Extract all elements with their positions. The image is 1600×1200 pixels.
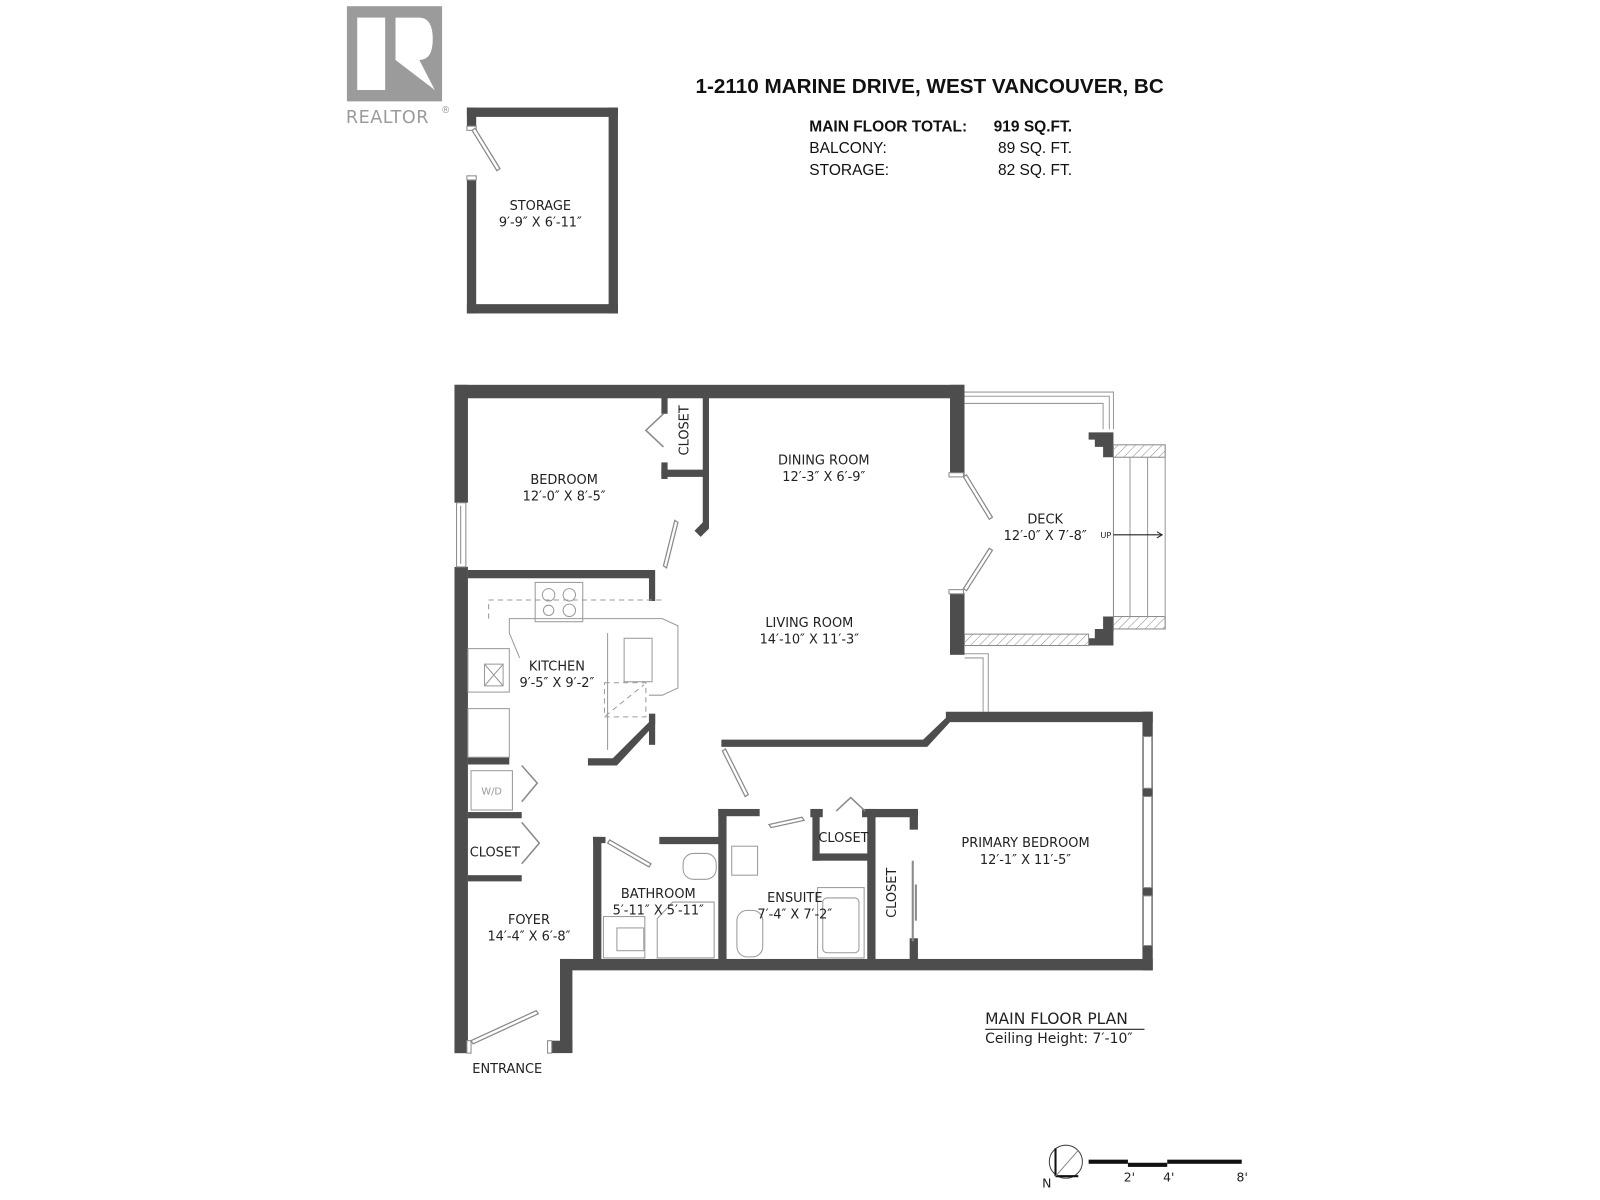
hall-closet-label: CLOSET: [470, 846, 520, 861]
ensuite-closet-label: CLOSET: [818, 831, 868, 846]
foyer-label: FOYER: [508, 913, 550, 928]
kitchen-dims: 9′-5″ X 9′-2″: [519, 676, 594, 691]
primary-bedroom-label: PRIMARY BEDROOM: [961, 836, 1089, 851]
dining-room-label: DINING ROOM: [778, 453, 870, 468]
living-room-label: LIVING ROOM: [765, 616, 853, 631]
kitchen-fixtures: [467, 581, 679, 758]
storage-label: STORAGE: [510, 199, 572, 214]
wd-label: W/D: [481, 786, 502, 797]
ensuite-label: ENSUITE: [767, 891, 822, 906]
storage-room: STORAGE 9′-9″ X 6′-11″: [466, 107, 618, 314]
bedroom-dims: 12′-0″ X 8′-5″: [523, 490, 606, 505]
plan-title: MAIN FLOOR PLAN: [985, 1010, 1128, 1028]
bathroom-dims: 5′-11″ X 5′-11″: [613, 903, 704, 918]
kitchen-label: KITCHEN: [529, 659, 585, 674]
bedroom-closet-label: CLOSET: [677, 405, 692, 455]
storage-dims: 9′-9″ X 6′-11″: [499, 216, 582, 231]
room-labels: BEDROOM 12′-0″ X 8′-5″ CLOSET DINING ROO…: [470, 405, 1090, 1077]
deck-label: DECK: [1027, 512, 1063, 527]
deck-dims: 12′-0″ X 7′-8″: [1004, 529, 1087, 544]
svg-text:®: ®: [441, 105, 450, 116]
realtor-logo-text: REALTOR: [346, 108, 429, 128]
bathroom-fixtures: [602, 845, 865, 959]
doors: [470, 413, 994, 1045]
ceiling-height: Ceiling Height: 7′-10″: [985, 1031, 1132, 1047]
washer-dryer: W/D: [470, 770, 513, 811]
ensuite-dims: 7′-4″ X 7′-2″: [757, 908, 832, 923]
realtor-logo: REALTOR ®: [346, 6, 450, 128]
deck: UP: [963, 391, 1166, 712]
north-label: N: [1042, 1176, 1051, 1191]
north-arrow-and-scale: N 2' 4' 8': [1042, 1144, 1248, 1191]
entrance-label: ENTRANCE: [472, 1062, 542, 1077]
stair-up-label: UP: [1100, 530, 1111, 540]
svg-text:BALCONY:: BALCONY:: [809, 140, 887, 157]
living-room-dims: 14′-10″ X 11′-3″: [760, 632, 860, 647]
svg-text:MAIN FLOOR TOTAL:: MAIN FLOOR TOTAL:: [809, 118, 967, 135]
svg-text:2': 2': [1124, 1169, 1135, 1184]
svg-text:8': 8': [1237, 1169, 1248, 1184]
plan-info: MAIN FLOOR PLAN Ceiling Height: 7′-10″: [985, 1010, 1145, 1047]
dining-room-dims: 12′-3″ X 6′-9″: [782, 470, 865, 485]
area-summary: MAIN FLOOR TOTAL: 919 SQ.FT. BALCONY: 89…: [809, 118, 1072, 178]
main-walls: [454, 384, 1153, 1054]
property-address: 1-2110 MARINE DRIVE, WEST VANCOUVER, BC: [696, 75, 1164, 98]
svg-text:STORAGE:: STORAGE:: [809, 162, 889, 179]
svg-text:82 SQ. FT.: 82 SQ. FT.: [998, 162, 1072, 179]
bathroom-label: BATHROOM: [621, 887, 696, 902]
bedroom-label: BEDROOM: [530, 473, 597, 488]
primary-closet-label: CLOSET: [885, 868, 900, 918]
foyer-dims: 14′-4″ X 6′-8″: [487, 929, 570, 944]
primary-bedroom-dims: 12′-1″ X 11′-5″: [980, 853, 1071, 868]
svg-text:919 SQ.FT.: 919 SQ.FT.: [994, 118, 1072, 135]
svg-text:4': 4': [1163, 1169, 1174, 1184]
svg-text:89 SQ. FT.: 89 SQ. FT.: [998, 140, 1072, 157]
